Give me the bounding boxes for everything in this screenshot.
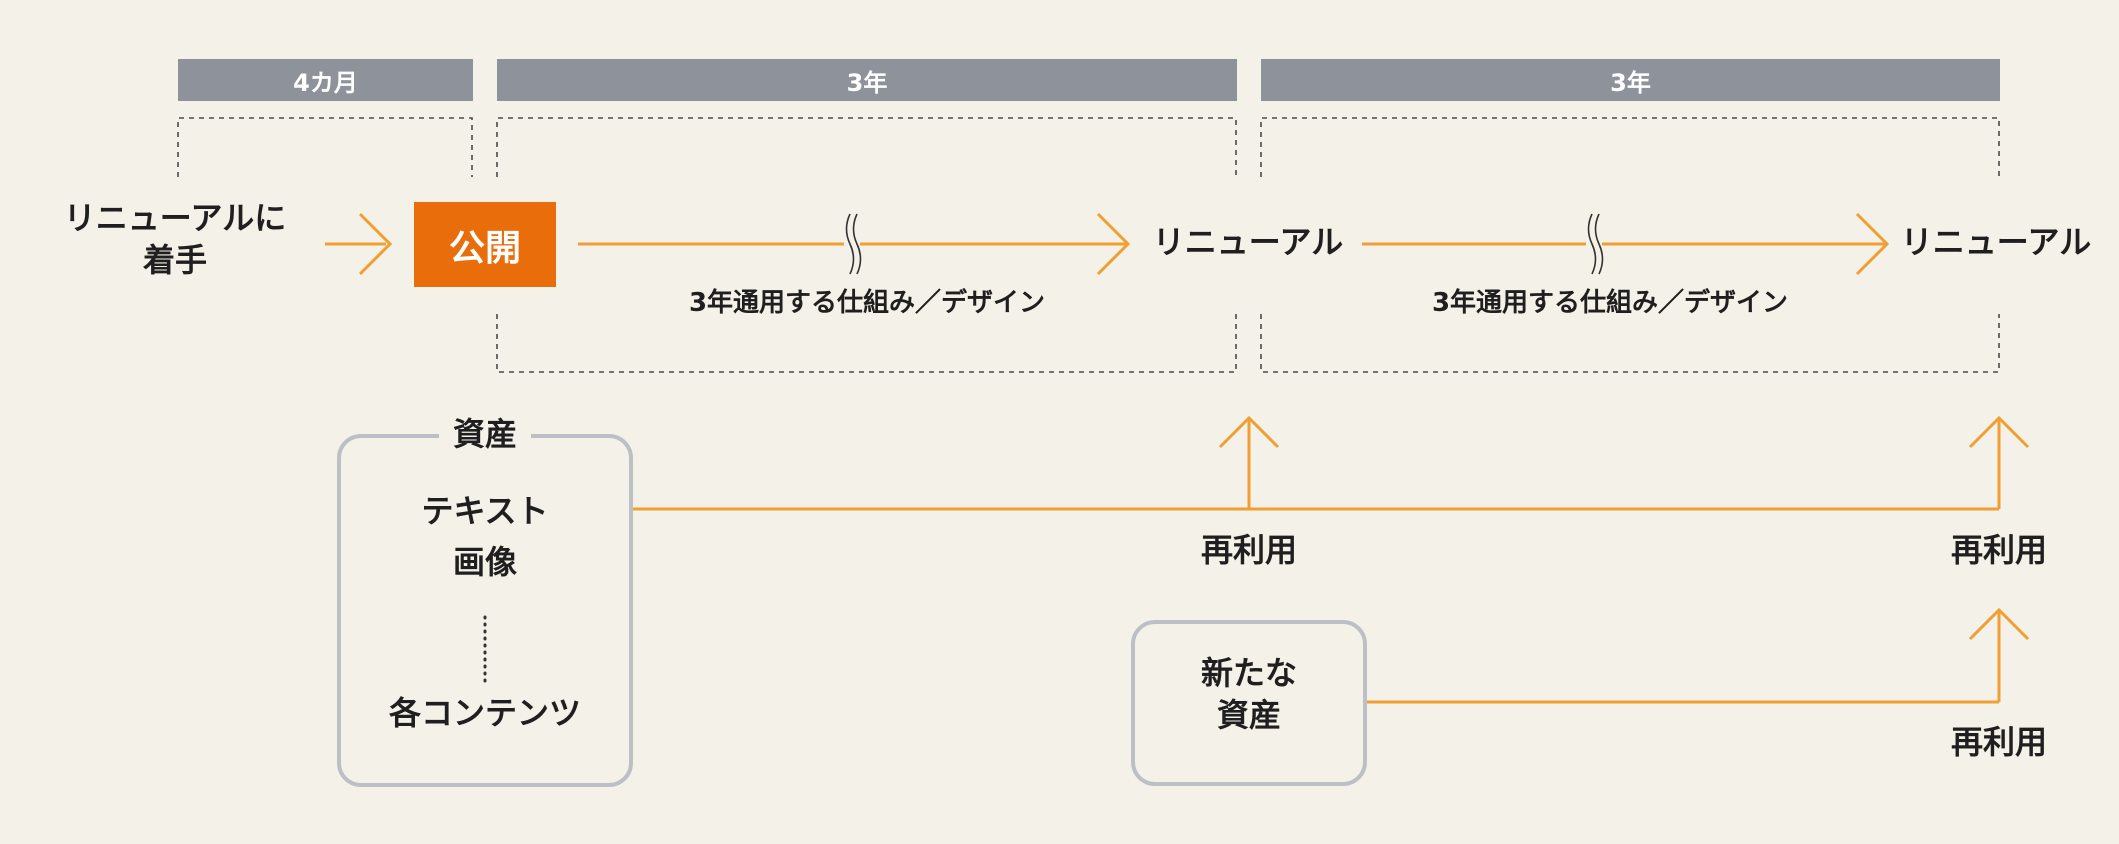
bracket-top-3years-1 <box>496 117 1237 177</box>
arrowhead-up-2 <box>1968 415 2030 449</box>
period-caption-1: 3年通用する仕組み／デザイン <box>688 288 1046 318</box>
assets-title-wrap: 資産 <box>355 414 615 456</box>
bracket-bottom-3years-1 <box>496 314 1237 373</box>
new-assets-label: 新たな 資産 <box>1200 654 1297 734</box>
assets-item-contents: 各コンテンツ <box>388 694 581 732</box>
assets-title: 資産 <box>438 415 531 453</box>
duration-header-3years-1: 3年 <box>497 59 1237 101</box>
reuse-label-3: 再利用 <box>1950 723 2047 761</box>
arrowhead-up-3 <box>1968 607 2030 641</box>
start-renewal-label: リニューアルに 着手 <box>63 199 287 279</box>
renewal-label-2: リニューアル <box>1900 223 2092 261</box>
assets-item-text: テキスト <box>421 492 549 530</box>
bracket-bottom-3years-2 <box>1260 314 2000 373</box>
bracket-top-3years-2 <box>1260 117 2000 177</box>
time-break-mark-1 <box>844 212 862 276</box>
new-assets-box <box>1131 620 1367 786</box>
reuse-label-1: 再利用 <box>1200 531 1297 569</box>
duration-header-4months: 4カ月 <box>178 59 473 101</box>
assets-item-image: 画像 <box>452 543 517 581</box>
duration-header-3years-2: 3年 <box>1261 59 2000 101</box>
period-caption-2: 3年通用する仕組み／デザイン <box>1431 288 1789 318</box>
time-break-mark-2 <box>1586 212 1604 276</box>
arrowhead-up-1 <box>1218 415 1280 449</box>
publish-box: 公開 <box>414 202 556 287</box>
arrowhead-renewal-2 <box>1855 212 1890 276</box>
arrowhead-start <box>358 212 393 276</box>
arrowhead-renewal-1 <box>1096 212 1131 276</box>
renewal-label-1: リニューアル <box>1152 223 1344 261</box>
bracket-top-4months <box>177 117 473 177</box>
reuse-label-2: 再利用 <box>1950 531 2047 569</box>
